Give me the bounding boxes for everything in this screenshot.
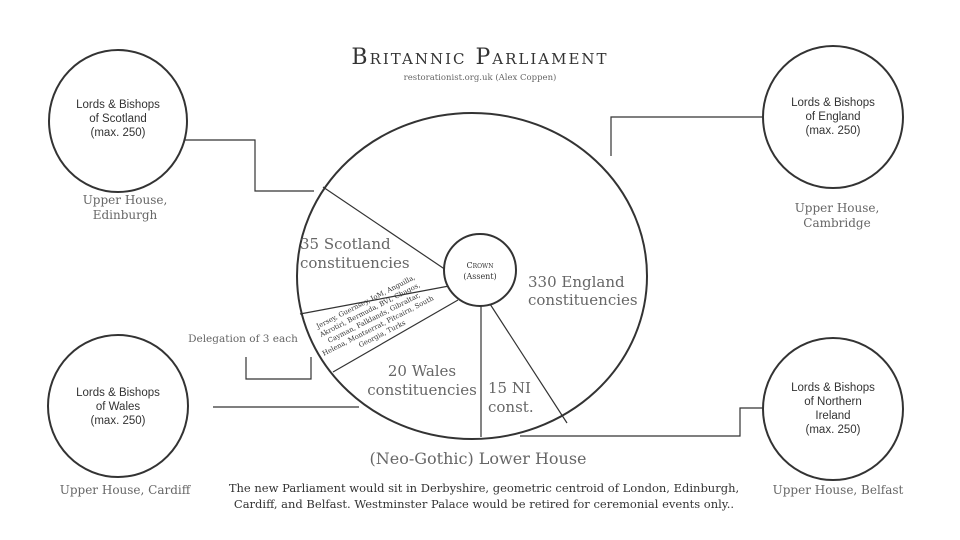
upper-house-ni-line-1: Lords & Bishops bbox=[791, 382, 875, 394]
lower-house: Crown (Assent) 35 Scotland constituencie… bbox=[296, 112, 648, 440]
segment-ni-line-2: const. bbox=[488, 398, 534, 416]
upper-house-northern-ireland-circle bbox=[762, 337, 904, 481]
segment-wales-line-2: constituencies bbox=[367, 381, 477, 399]
credit-line: restorationist.org.uk (Alex Coppen) bbox=[404, 72, 557, 83]
connector-northern-ireland bbox=[520, 407, 763, 437]
division-territories-wales bbox=[332, 299, 459, 373]
upper-house-scotland: Lords & Bishops of Scotland (max. 250) bbox=[48, 49, 188, 193]
division-scotland-territories bbox=[299, 285, 450, 315]
crown-subtitle: (Assent) bbox=[463, 272, 496, 281]
connector-england bbox=[610, 116, 763, 156]
connector-scotland bbox=[152, 139, 314, 192]
upper-house-ni-line-4: (max. 250) bbox=[806, 424, 861, 436]
footer-note-line-1: The new Parliament would sit in Derbyshi… bbox=[229, 481, 739, 495]
delegation-bracket bbox=[245, 357, 312, 380]
upper-house-wales-line-3: (max. 250) bbox=[91, 415, 146, 427]
upper-house-wales-caption-1: Upper House, Cardiff bbox=[60, 483, 192, 497]
segment-england-line-2: constituencies bbox=[528, 291, 638, 309]
division-scotland-north bbox=[322, 186, 447, 271]
segment-scotland-line-1: 35 Scotland bbox=[300, 235, 391, 253]
upper-house-scotland-circle bbox=[48, 49, 188, 193]
upper-house-scotland-caption-2: Edinburgh bbox=[93, 208, 158, 222]
upper-house-scotland-caption-1: Upper House, bbox=[83, 193, 168, 207]
lower-house-label: (Neo-Gothic) Lower House bbox=[369, 449, 586, 468]
upper-house-scotland-line-1: Lords & Bishops bbox=[76, 99, 160, 111]
crown-title: Crown bbox=[467, 261, 494, 270]
upper-house-wales-circle bbox=[47, 334, 189, 478]
upper-house-ni-line-2: of Northern bbox=[804, 396, 862, 408]
upper-house-northern-ireland: Lords & Bishops of Northern Ireland (max… bbox=[762, 337, 904, 481]
upper-house-scotland-line-2: of Scotland bbox=[89, 113, 147, 125]
segment-ni-line-1: 15 NI bbox=[488, 379, 531, 397]
upper-house-england-line-1: Lords & Bishops bbox=[791, 97, 875, 109]
upper-house-wales-line-1: Lords & Bishops bbox=[76, 387, 160, 399]
diagram-title: Britannic Parliament bbox=[351, 45, 608, 70]
upper-house-england-circle bbox=[762, 45, 904, 189]
delegation-note: Delegation of 3 each bbox=[188, 333, 298, 345]
upper-house-england-caption-1: Upper House, bbox=[795, 201, 880, 215]
upper-house-england-caption-2: Cambridge bbox=[803, 216, 870, 230]
segment-scotland-line-2: constituencies bbox=[300, 254, 410, 272]
footer-note-line-2: Cardiff, and Belfast. Westminster Palace… bbox=[234, 497, 734, 511]
upper-house-wales-line-2: of Wales bbox=[96, 401, 141, 413]
upper-house-ni-caption-1: Upper House, Belfast bbox=[773, 483, 904, 497]
crown-circle bbox=[443, 233, 517, 307]
upper-house-england-line-2: of England bbox=[806, 111, 861, 123]
segment-england-line-1: 330 England bbox=[528, 273, 625, 291]
upper-house-wales: Lords & Bishops of Wales (max. 250) bbox=[47, 334, 189, 478]
upper-house-ni-line-3: Ireland bbox=[815, 410, 850, 422]
upper-house-england-line-3: (max. 250) bbox=[806, 125, 861, 137]
upper-house-scotland-line-3: (max. 250) bbox=[91, 127, 146, 139]
division-ni-england bbox=[489, 303, 568, 424]
upper-house-england: Lords & Bishops of England (max. 250) bbox=[762, 45, 904, 189]
segment-wales-line-1: 20 Wales bbox=[388, 362, 456, 380]
